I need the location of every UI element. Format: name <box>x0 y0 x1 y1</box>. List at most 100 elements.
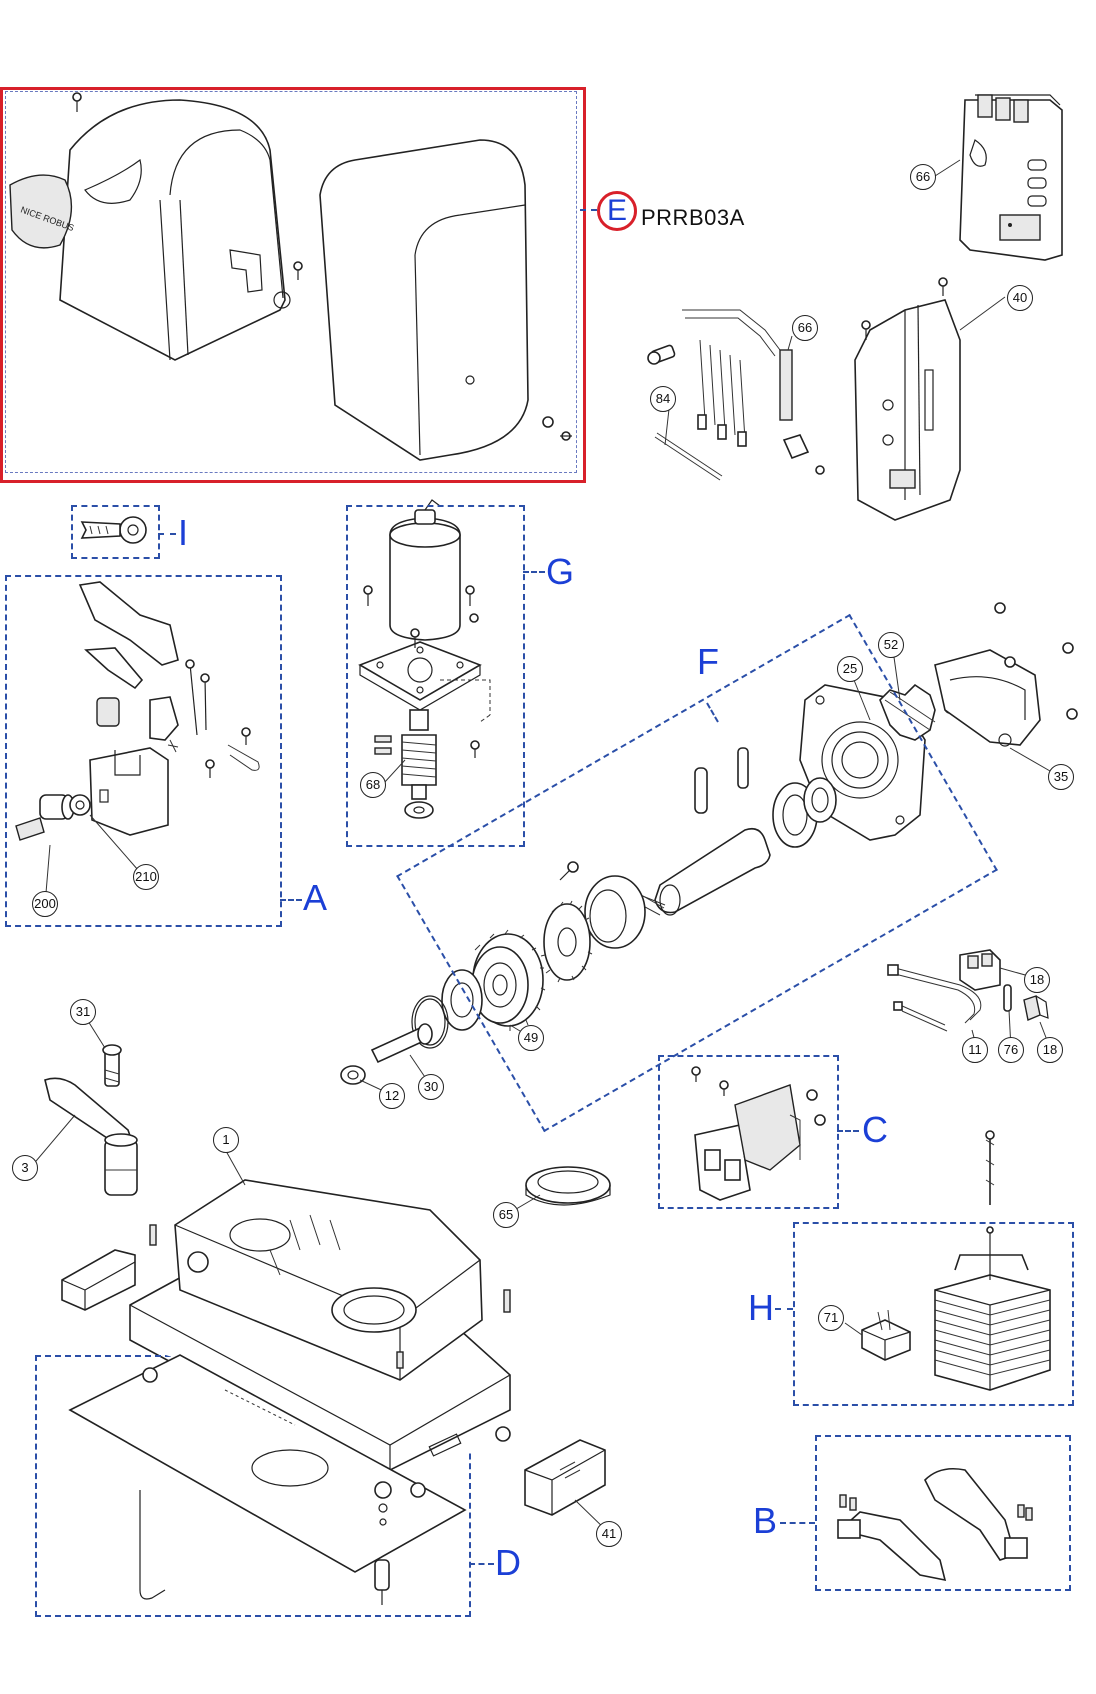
rectifier-drawing <box>861 1309 911 1361</box>
rear-cover-drawing <box>319 139 529 461</box>
keys-drawing <box>694 747 749 814</box>
base-springs <box>149 1224 511 1313</box>
screw-cover-right <box>293 261 303 280</box>
group-G-box <box>346 505 525 847</box>
group-H-box <box>793 1222 1074 1406</box>
base-plate-D <box>68 1354 511 1605</box>
callout-25: 25 <box>837 656 863 682</box>
callout-68: 68 <box>360 772 386 798</box>
callout-66-board: 66 <box>910 164 936 190</box>
cable-tie-pin <box>1003 984 1012 1012</box>
group-I-box <box>71 505 160 559</box>
callout-40: 40 <box>1007 285 1033 311</box>
nut-and-screw-small <box>542 416 572 441</box>
group-D-leader <box>469 1563 494 1565</box>
key-drawing <box>80 516 147 544</box>
shaft-bearing-drawing <box>441 969 483 1031</box>
lock-cylinder-drawing <box>15 794 91 841</box>
end-cap-left <box>61 1249 136 1311</box>
callout-84: 84 <box>650 386 676 412</box>
encoder-screws <box>691 1066 826 1126</box>
group-G-label: G <box>546 551 575 592</box>
group-A-leader <box>280 899 302 901</box>
motor-screws <box>363 585 480 758</box>
control-board-drawing <box>959 94 1063 261</box>
callout-11: 11 <box>962 1037 988 1063</box>
encoder-board-drawing <box>694 1084 801 1201</box>
switch-clip-drawing <box>1023 995 1049 1021</box>
large-gear-drawing <box>471 929 546 1031</box>
group-E-box <box>0 87 586 483</box>
group-D-label: D <box>495 1542 521 1583</box>
end-cap-41 <box>524 1439 606 1516</box>
bearings-drawing <box>772 777 837 848</box>
transformer-drawing <box>934 1226 1051 1391</box>
group-E-inner-box <box>5 91 577 473</box>
lock-housing-drawing <box>89 747 169 836</box>
callout-210: 210 <box>133 864 159 890</box>
group-B-label: B <box>753 1500 778 1541</box>
plug-gasket-65 <box>525 1166 611 1206</box>
output-shaft-drawing <box>631 827 771 916</box>
wiring-harness-drawing <box>682 309 793 447</box>
lock-lever-drawing <box>78 581 179 690</box>
group-B-box <box>815 1435 1071 1591</box>
handle-right-drawing <box>924 1467 1033 1561</box>
group-C-label: C <box>862 1109 888 1150</box>
callout-71: 71 <box>818 1305 844 1331</box>
screw-bracket-top <box>938 277 948 296</box>
callout-76: 76 <box>998 1037 1024 1063</box>
lock-screws <box>167 659 251 778</box>
motor-drawing <box>389 499 461 641</box>
cable-tie-drawing <box>654 432 723 481</box>
o-ring-drawing <box>411 995 449 1049</box>
cover-logo-plate: NICE ROBUS <box>9 174 75 249</box>
clutch-ring-drawing <box>584 875 646 949</box>
encoder-disc-drawing <box>540 900 593 983</box>
group-I-leader <box>158 533 176 535</box>
group-E-part-code: PRRB03A <box>641 205 745 230</box>
callout-65: 65 <box>493 1202 519 1228</box>
group-H-label: H <box>748 1287 774 1328</box>
screw-bracket-side <box>861 320 871 340</box>
group-C-box <box>658 1055 839 1209</box>
callout-3: 3 <box>12 1155 38 1181</box>
transformer-bolt <box>985 1130 995 1205</box>
limit-switch-drawing <box>959 949 1001 991</box>
release-shaft-drawing <box>370 1023 433 1064</box>
release-screw-31 <box>102 1044 122 1087</box>
group-E-label: E <box>597 191 637 231</box>
screw-top-cover <box>72 92 82 112</box>
callout-18-clip: 18 <box>1037 1037 1063 1063</box>
callout-30: 30 <box>418 1074 444 1100</box>
callout-66-harness: 66 <box>792 315 818 341</box>
board-bracket-drawing <box>854 299 961 521</box>
callout-52: 52 <box>878 632 904 658</box>
callout-200: 200 <box>32 891 58 917</box>
guard-screws <box>994 602 1078 720</box>
lock-cam-drawing <box>96 696 179 741</box>
callout-12: 12 <box>379 1083 405 1109</box>
callout-49: 49 <box>518 1025 544 1051</box>
group-C-leader <box>837 1130 859 1132</box>
motor-springs <box>374 679 491 755</box>
callout-18-switch: 18 <box>1024 967 1050 993</box>
limit-wires-drawing <box>887 964 982 1032</box>
clip-and-screw <box>782 434 825 475</box>
callout-31: 31 <box>70 999 96 1025</box>
spring-clip-drawing <box>227 744 260 771</box>
callout-35: 35 <box>1048 764 1074 790</box>
seal-washer-drawing <box>340 1065 366 1085</box>
front-cover-drawing <box>59 99 291 361</box>
grub-screw-drawing <box>559 861 579 881</box>
motor-flange-drawing <box>358 641 482 711</box>
worm-gear-drawing <box>401 709 437 819</box>
callout-1: 1 <box>213 1127 239 1153</box>
handle-left-drawing <box>837 1494 947 1582</box>
release-lever-3 <box>44 1077 138 1196</box>
base-housing-1 <box>129 1179 511 1476</box>
group-A-box <box>5 575 282 927</box>
group-E-leader <box>580 209 597 211</box>
